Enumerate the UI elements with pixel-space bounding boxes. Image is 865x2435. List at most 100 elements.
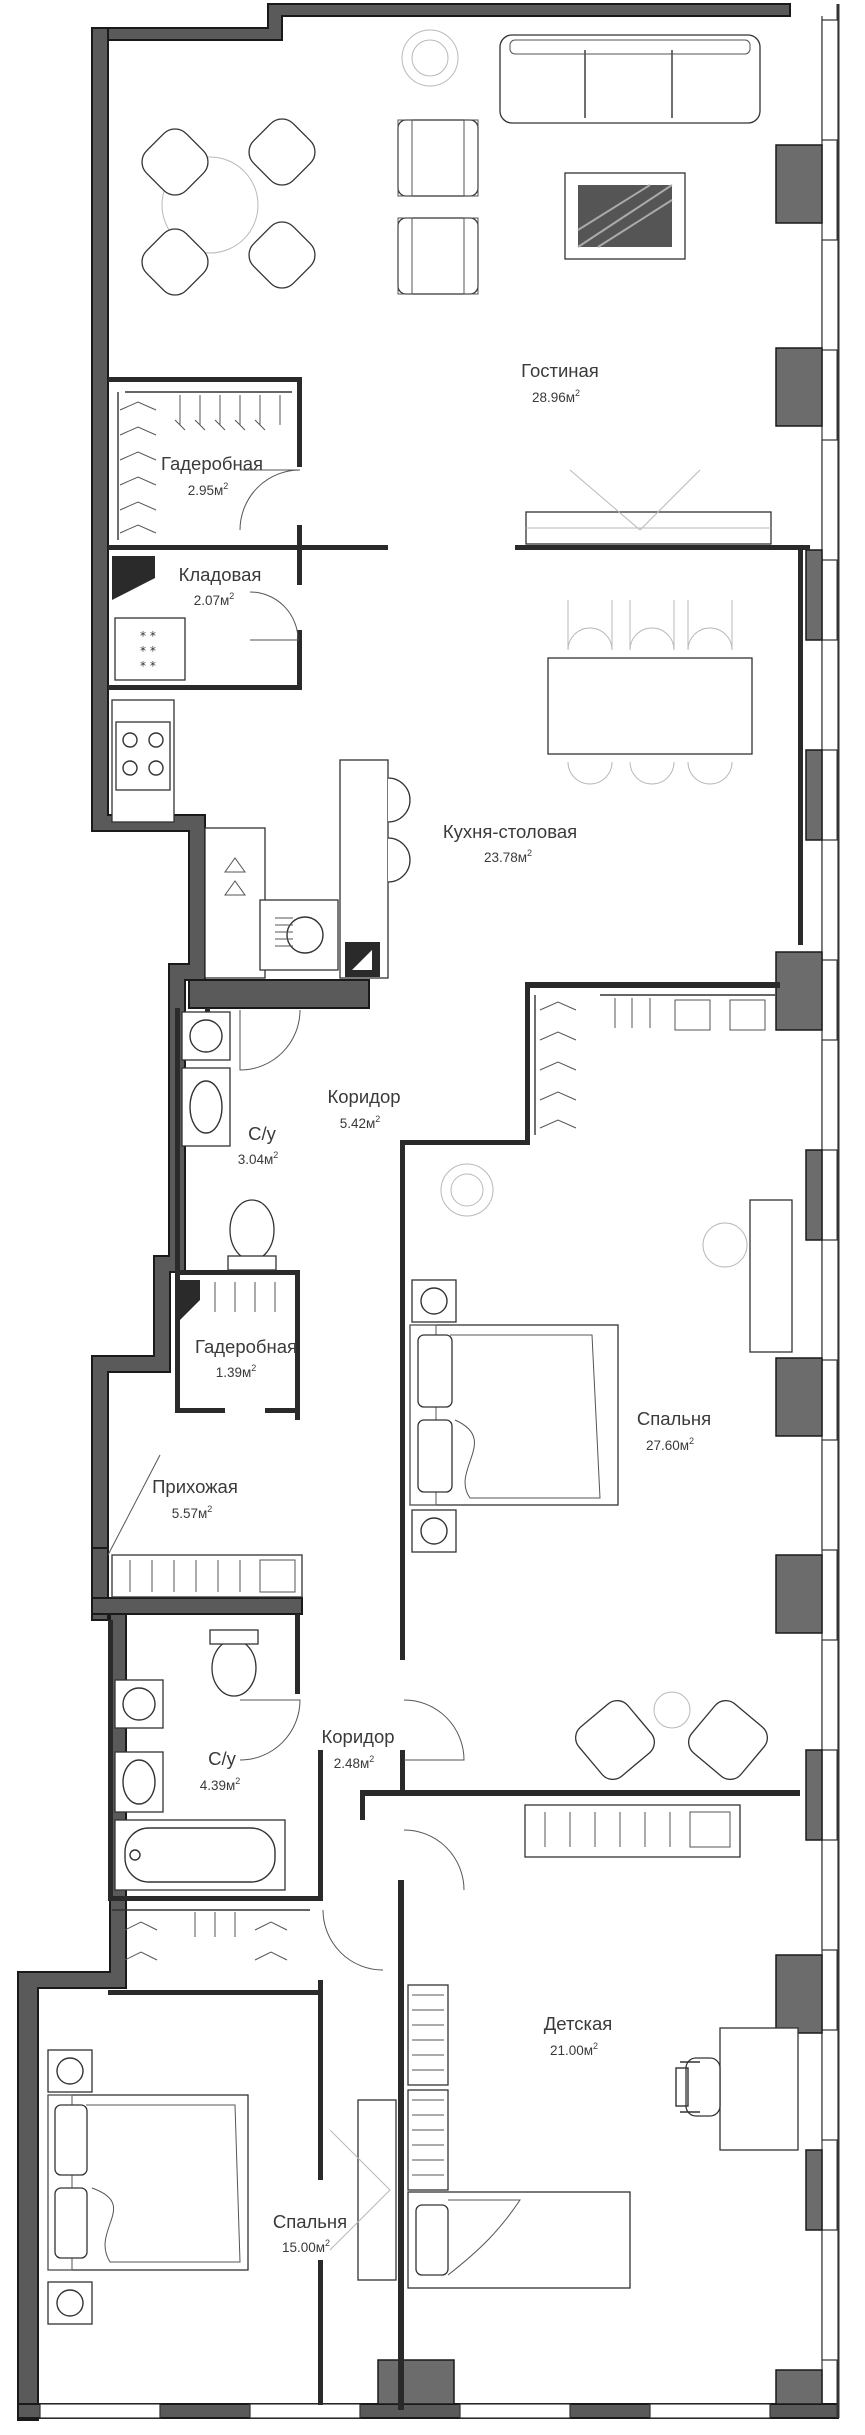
double-bed-icon <box>409 1324 619 1506</box>
sofa-icon <box>499 34 761 124</box>
washing-machine-icon <box>114 617 186 681</box>
room-label-living: Гостиная 28.96м2 <box>521 360 599 405</box>
wall <box>108 1990 323 1995</box>
room-label-bedroom-1: Спальня 27.60м2 <box>637 1408 711 1453</box>
chair-legs <box>567 600 733 650</box>
wardrobe-frame <box>524 1804 741 1858</box>
column-icon <box>775 2369 823 2405</box>
column-icon <box>805 749 823 841</box>
room-name: Коридор <box>321 1726 394 1747</box>
lamp <box>420 1287 448 1315</box>
basket-icon <box>674 999 711 1031</box>
wardrobe-frame <box>407 1984 449 2086</box>
storage-shelf: * * * * * * <box>112 556 186 681</box>
wall <box>108 685 302 690</box>
office-chair-icon <box>675 2057 721 2117</box>
hall-divider-wall <box>91 1597 303 1615</box>
dining-chair-icon <box>248 221 316 289</box>
nightstand <box>411 1509 457 1553</box>
room-area: 1.39м2 <box>216 1363 257 1380</box>
room-name: Коридор <box>327 1086 400 1107</box>
room-area: 5.57м2 <box>172 1504 213 1521</box>
wall <box>515 545 810 550</box>
room-area: 2.07м2 <box>194 591 235 608</box>
hanger-icon <box>412 1994 444 2071</box>
wall <box>297 377 302 467</box>
coffee-table-icon <box>564 172 686 260</box>
chair-back <box>675 2067 689 2107</box>
pillow-icon <box>415 2204 449 2276</box>
basket-icon <box>689 1811 731 1848</box>
window-icon <box>821 2229 839 2361</box>
armchair-icon <box>574 1691 769 1781</box>
door-swing-icon <box>322 1909 384 1971</box>
tub-drain <box>129 1849 141 1861</box>
wall <box>108 545 388 550</box>
wall <box>400 1140 405 1660</box>
armchair-icon <box>397 217 479 295</box>
hanger-icon <box>194 1912 236 1937</box>
window-icon <box>821 1439 839 1551</box>
armchair-arm <box>463 217 479 295</box>
room-label-corridor-2: Коридор 2.48м2 <box>321 1726 394 1771</box>
tv-line <box>639 469 701 531</box>
room-name: Спальня <box>637 1408 711 1429</box>
bed-headboard <box>47 2094 73 2271</box>
clothes-rack-icon <box>534 994 775 1135</box>
wall <box>318 2260 323 2405</box>
column-icon <box>805 1749 823 1841</box>
column-icon <box>805 549 823 641</box>
basin-bowl <box>122 1759 156 1805</box>
wall <box>295 1614 300 1694</box>
wall <box>400 982 780 1145</box>
tv-line <box>329 2129 391 2251</box>
window-icon <box>821 1039 839 1151</box>
dining-table-icon <box>141 118 316 296</box>
hob <box>115 721 171 791</box>
column-icon <box>775 1357 823 1437</box>
doors <box>107 469 465 1971</box>
room-label-bath-2: С/у 4.39м2 <box>200 1748 241 1793</box>
column-icon <box>805 2149 823 2231</box>
kitchen-cabinet <box>204 827 266 979</box>
fridge-mark <box>352 950 372 970</box>
dining-chair-icon <box>248 118 316 186</box>
nightstand-icon <box>411 1279 457 1553</box>
hanger-icon <box>124 1921 288 1961</box>
wall <box>175 1408 225 1413</box>
room-name: Спальня <box>273 2211 347 2232</box>
window-icon <box>821 1639 839 1751</box>
lamp-icon-inner <box>411 39 449 77</box>
nightstand <box>411 1279 457 1323</box>
hanger-icon <box>119 401 157 534</box>
window-icon <box>821 239 839 351</box>
lamp-icon-inner <box>450 1173 484 1207</box>
lamp-icon <box>440 1163 494 1217</box>
room-name: Детская <box>544 2013 613 2034</box>
basin-bowl <box>189 1080 223 1134</box>
room-label-hall: Прихожая 5.57м2 <box>152 1476 238 1521</box>
room-area: 23.78м2 <box>484 848 532 865</box>
dining-chair-icon <box>141 228 209 296</box>
hanger-icon <box>544 1812 671 1847</box>
burner <box>148 760 164 776</box>
hanger-icon <box>214 1282 276 1312</box>
bathtub-icon <box>114 1819 286 1891</box>
room-name: Кухня-столовая <box>443 821 577 842</box>
wall <box>318 1980 323 2180</box>
room-label-kitchen: Кухня-столовая 23.78м2 <box>443 821 577 865</box>
room-label-kids: Детская 21.00м2 <box>544 2013 613 2058</box>
window-icon <box>821 439 839 561</box>
room-label-wardrobe-1: Гадеробная 2.95м2 <box>161 453 263 498</box>
room-name: С/у <box>208 1748 237 1769</box>
pillow-icon <box>54 2104 88 2176</box>
lamp <box>56 2289 84 2317</box>
clothes-rack-icon <box>112 1909 310 1961</box>
sink-bowl <box>286 916 324 954</box>
column-icon <box>775 1954 823 2034</box>
armchair-icon <box>397 119 479 197</box>
door-swing-icon <box>249 591 299 641</box>
hanger-icon <box>179 395 281 425</box>
hanger-icon <box>412 2099 444 2176</box>
dining-chair-icon <box>567 761 733 785</box>
